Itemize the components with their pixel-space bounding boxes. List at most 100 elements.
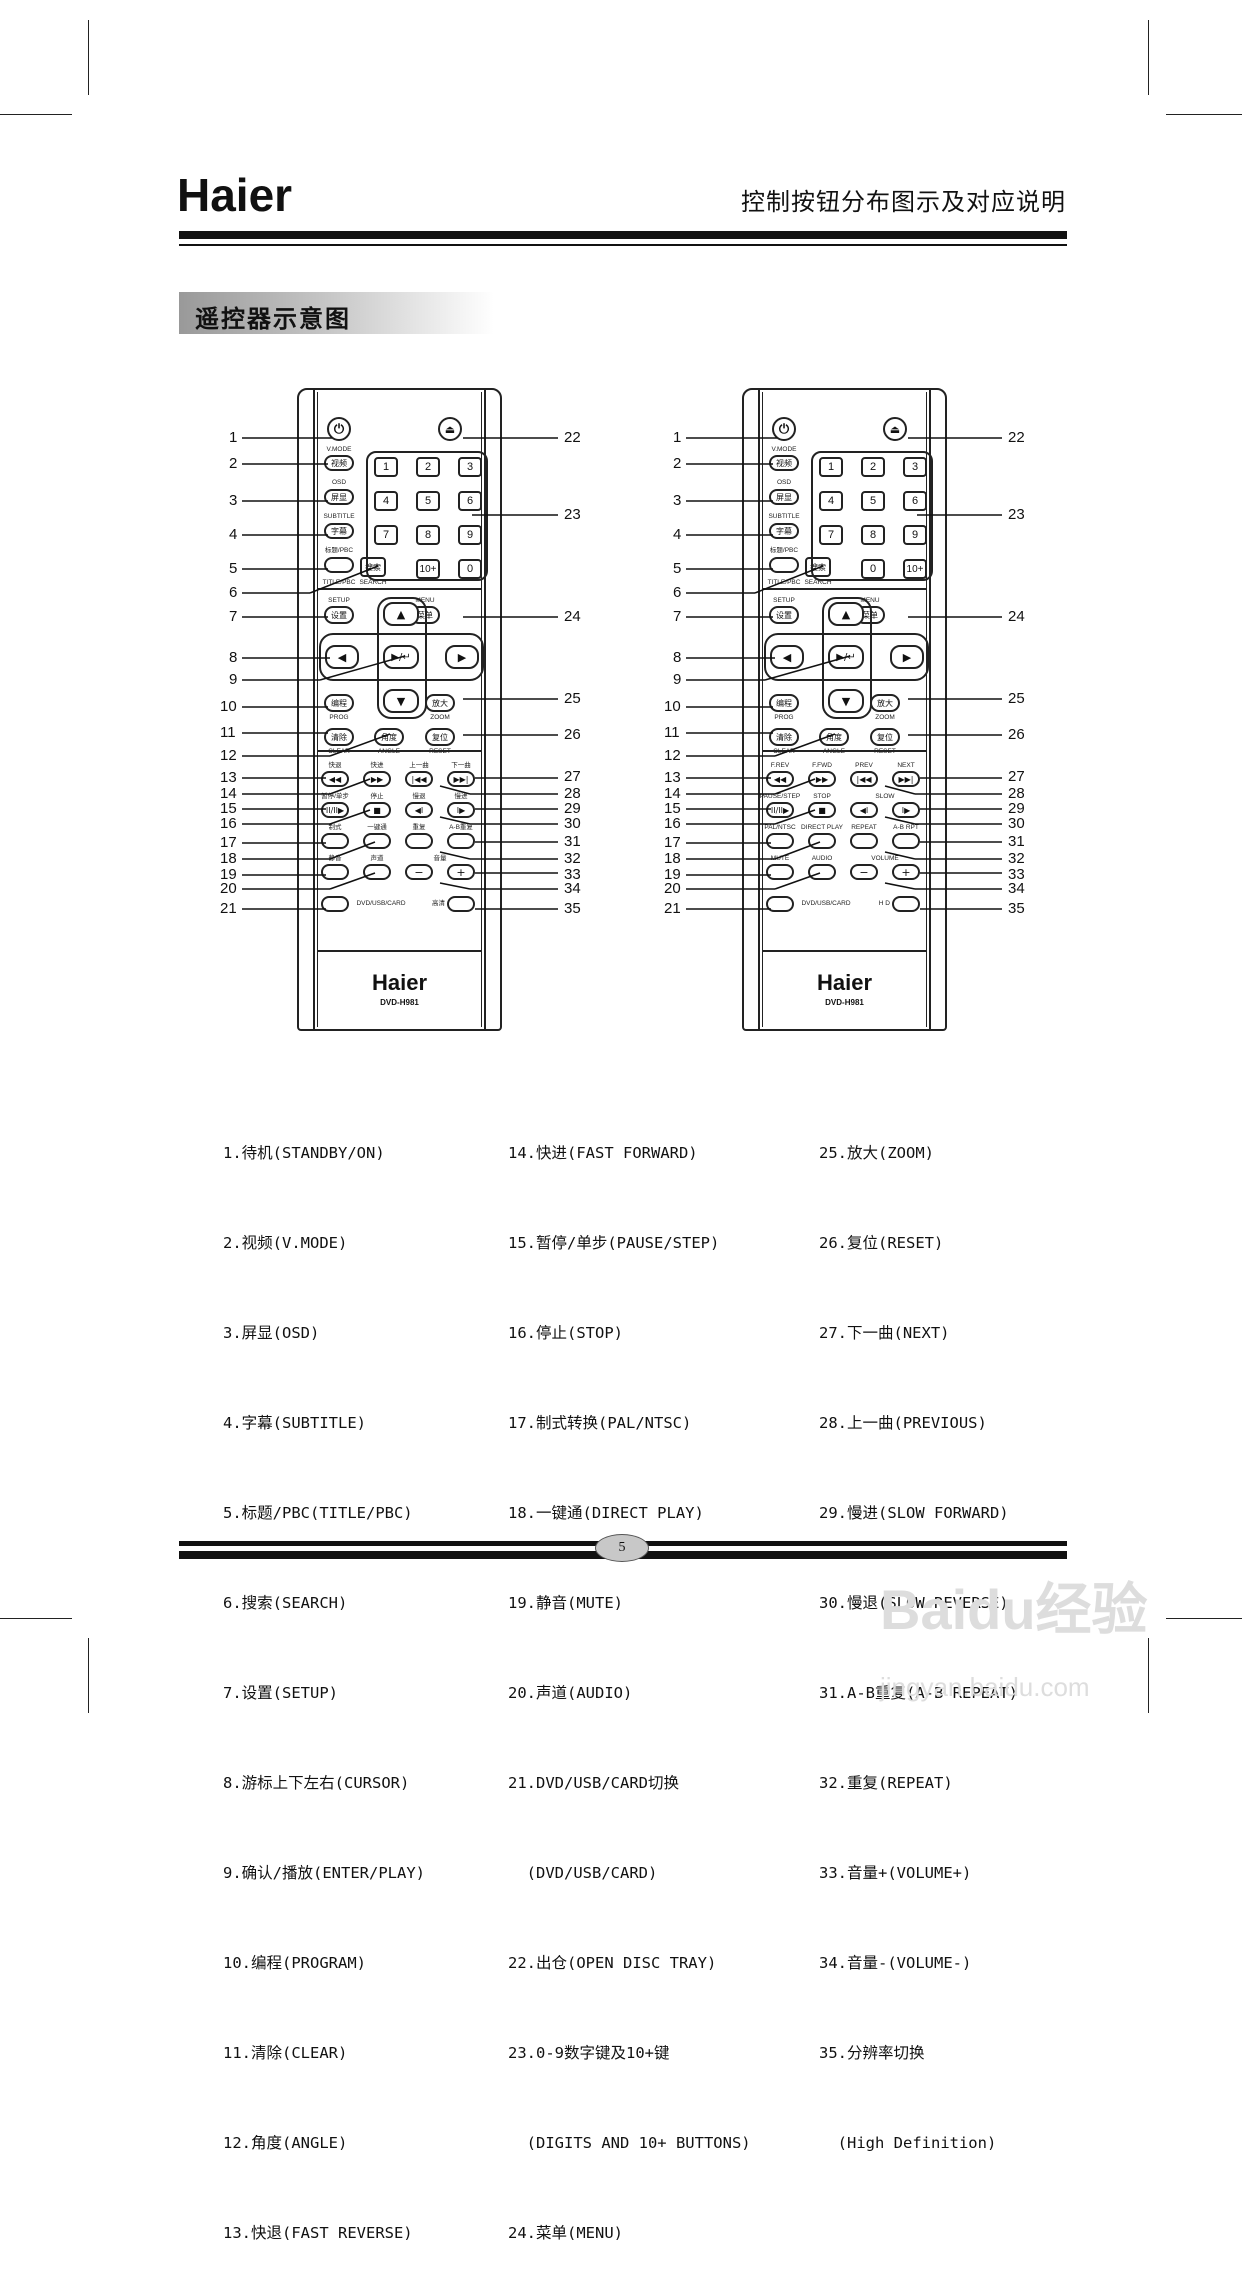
cursor-down-button[interactable]: ▼ <box>383 689 419 713</box>
vmode-button[interactable]: 视频 <box>769 455 799 471</box>
direct-play-button[interactable] <box>808 833 836 849</box>
pal-ntsc-button[interactable] <box>321 833 349 849</box>
repeat-button[interactable] <box>405 833 433 849</box>
digit-6[interactable]: 6 <box>903 491 927 511</box>
cursor-down-button[interactable]: ▼ <box>828 689 864 713</box>
page-title: 控制按钮分布图示及对应说明 <box>741 188 1066 216</box>
clear-button[interactable]: 清除 <box>324 728 354 746</box>
stop-button[interactable]: ■ <box>808 802 836 818</box>
cursor-left-button[interactable]: ◀ <box>325 645 359 669</box>
dvd-usb-card-button[interactable] <box>321 896 349 912</box>
angle-button[interactable]: 角度 <box>819 728 849 746</box>
eject-icon[interactable]: ⏏ <box>883 417 907 441</box>
osd-button[interactable]: 屏显 <box>324 489 354 505</box>
vmode-button[interactable]: 视频 <box>324 455 354 471</box>
digit-1[interactable]: 1 <box>819 457 843 477</box>
reset-button[interactable]: 复位 <box>870 728 900 746</box>
digit-4[interactable]: 4 <box>374 491 398 511</box>
digit-7[interactable]: 7 <box>374 525 398 545</box>
digit-4[interactable]: 4 <box>819 491 843 511</box>
fast-forward-button[interactable]: ▶▶ <box>808 771 836 787</box>
digit-9[interactable]: 9 <box>458 525 482 545</box>
callout-number: 16 <box>220 815 237 832</box>
legend-item: 21.DVD/USB/CARD切换 <box>508 1774 679 1792</box>
eject-icon[interactable]: ⏏ <box>438 417 462 441</box>
next-button[interactable]: ▶▶| <box>447 771 475 787</box>
angle-button[interactable]: 角度 <box>374 728 404 746</box>
digit-10plus[interactable]: 10+ <box>416 559 440 579</box>
hd-button[interactable] <box>447 896 475 912</box>
setup-button[interactable]: 设置 <box>324 606 354 624</box>
stop-button[interactable]: ■ <box>363 802 391 818</box>
digit-7[interactable]: 7 <box>819 525 843 545</box>
digit-9[interactable]: 9 <box>903 525 927 545</box>
setup-label: SETUP <box>328 597 350 604</box>
volume-up-button[interactable]: + <box>447 864 475 880</box>
digit-2[interactable]: 2 <box>861 457 885 477</box>
digit-8[interactable]: 8 <box>416 525 440 545</box>
cursor-up-button[interactable]: ▲ <box>828 602 864 626</box>
digit-3[interactable]: 3 <box>903 457 927 477</box>
callout-number: 23 <box>564 506 581 523</box>
ab-repeat-button[interactable] <box>447 833 475 849</box>
slow-forward-button[interactable]: I▶ <box>447 802 475 818</box>
repeat-button[interactable] <box>850 833 878 849</box>
legend-item: 30.慢退(SLOW REVERSE) <box>819 1594 1009 1612</box>
volume-down-button[interactable]: − <box>405 864 433 880</box>
prog-button[interactable]: 编程 <box>324 694 354 712</box>
fast-forward-button[interactable]: ▶▶ <box>363 771 391 787</box>
power-icon[interactable]: ⏻ <box>772 417 796 441</box>
cursor-right-button[interactable]: ▶ <box>445 645 479 669</box>
pause-step-button[interactable]: II/II▶ <box>766 802 794 818</box>
cursor-left-button[interactable]: ◀ <box>770 645 804 669</box>
previous-button[interactable]: |◀◀ <box>850 771 878 787</box>
digit-2[interactable]: 2 <box>416 457 440 477</box>
dvd-usb-card-button[interactable] <box>766 896 794 912</box>
digit-1[interactable]: 1 <box>374 457 398 477</box>
title-pbc-button[interactable] <box>324 557 354 573</box>
fast-reverse-button[interactable]: ◀◀ <box>766 771 794 787</box>
legend-item: 12.角度(ANGLE) <box>223 2134 348 2152</box>
slow-forward-button[interactable]: I▶ <box>892 802 920 818</box>
next-label: NEXT <box>897 762 915 769</box>
cursor-right-button[interactable]: ▶ <box>890 645 924 669</box>
osd-button[interactable]: 屏显 <box>769 489 799 505</box>
callout-number: 2 <box>229 455 238 472</box>
subtitle-button[interactable]: 字幕 <box>324 523 354 539</box>
clear-button[interactable]: 清除 <box>769 728 799 746</box>
setup-button[interactable]: 设置 <box>769 606 799 624</box>
digit-10plus[interactable]: 10+ <box>903 559 927 579</box>
direct-play-button[interactable] <box>363 833 391 849</box>
title-pbc-button[interactable] <box>769 557 799 573</box>
zoom-button[interactable]: 放大 <box>425 694 455 712</box>
volume-up-button[interactable]: + <box>892 864 920 880</box>
pal-ntsc-button[interactable] <box>766 833 794 849</box>
power-icon[interactable]: ⏻ <box>327 417 351 441</box>
ab-repeat-button[interactable] <box>892 833 920 849</box>
digit-6[interactable]: 6 <box>458 491 482 511</box>
previous-button[interactable]: |◀◀ <box>405 771 433 787</box>
digit-3[interactable]: 3 <box>458 457 482 477</box>
cursor-up-button[interactable]: ▲ <box>383 602 419 626</box>
hd-button[interactable] <box>892 896 920 912</box>
digit-5[interactable]: 5 <box>416 491 440 511</box>
next-button[interactable]: ▶▶| <box>892 771 920 787</box>
mute-button[interactable] <box>766 864 794 880</box>
zoom-button[interactable]: 放大 <box>870 694 900 712</box>
digit-5[interactable]: 5 <box>861 491 885 511</box>
prog-button[interactable]: 编程 <box>769 694 799 712</box>
audio-button[interactable] <box>363 864 391 880</box>
mute-button[interactable] <box>321 864 349 880</box>
digit-0[interactable]: 0 <box>458 559 482 579</box>
slow-reverse-button[interactable]: ◀I <box>405 802 433 818</box>
digit-0[interactable]: 0 <box>861 559 885 579</box>
digit-8[interactable]: 8 <box>861 525 885 545</box>
callout-number: 17 <box>664 834 681 851</box>
reset-button[interactable]: 复位 <box>425 728 455 746</box>
volume-down-button[interactable]: − <box>850 864 878 880</box>
fast-reverse-button[interactable]: ◀◀ <box>321 771 349 787</box>
pause-step-button[interactable]: II/II▶ <box>321 802 349 818</box>
subtitle-button[interactable]: 字幕 <box>769 523 799 539</box>
audio-button[interactable] <box>808 864 836 880</box>
slow-reverse-button[interactable]: ◀I <box>850 802 878 818</box>
